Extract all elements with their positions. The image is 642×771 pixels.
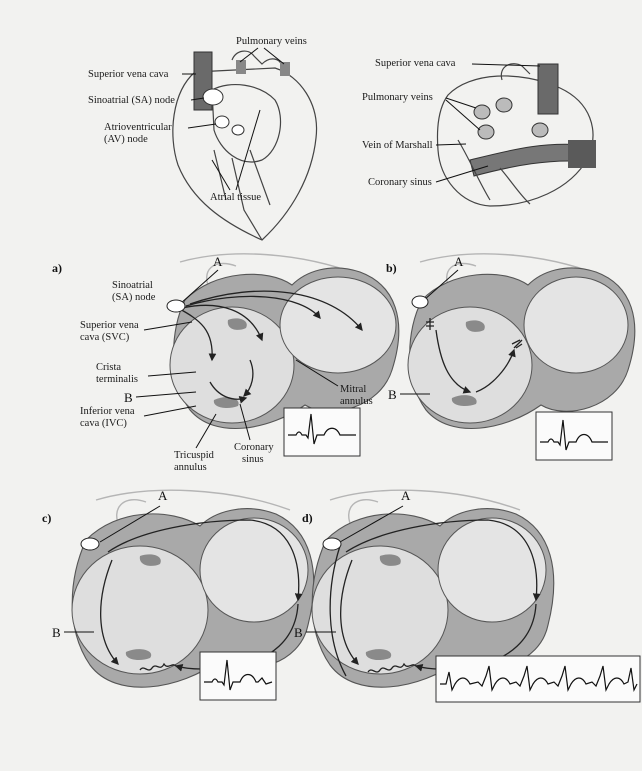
panel-c-label: c) xyxy=(42,511,51,525)
panel-a-tricuspid-line2: annulus xyxy=(174,462,207,473)
leader-line xyxy=(264,48,284,64)
panel-a-ivc-line1: Inferior vena xyxy=(80,406,135,417)
pulmonary-veins-label: Pulmonary veins xyxy=(236,36,307,47)
panel-a-ivc-line2: cava (IVC) xyxy=(80,418,127,429)
panel-a-coronary-line2: sinus xyxy=(242,454,264,465)
panel-a-sa-line1: Sinoatrial xyxy=(112,280,153,291)
svc-label: Superior vena cava xyxy=(88,69,169,80)
sa-node-marker xyxy=(167,300,185,312)
panel-a-mitral-line2: annulus xyxy=(340,396,373,407)
panel-a-svc-line1: Superior vena xyxy=(80,320,139,331)
panel-a-tricuspid-line1: Tricuspid xyxy=(174,450,215,461)
panel-d-ecg-strip xyxy=(436,656,640,702)
panel-a-svc-line2: cava (SVC) xyxy=(80,332,130,343)
pulmonary-veins-label-right: Pulmonary veins xyxy=(362,92,433,103)
panel-c-letter-b: B xyxy=(52,625,61,640)
svc-label-right: Superior vena cava xyxy=(375,58,456,69)
leader-line xyxy=(188,124,216,128)
panel-c-diagram xyxy=(72,490,314,687)
panel-a-sa-line2: (SA) node xyxy=(112,292,156,303)
leader-line xyxy=(144,406,196,416)
sa-node-marker xyxy=(81,538,99,550)
panel-d-letter-b: B xyxy=(294,625,303,640)
vein-of-marshall-label: Vein of Marshall xyxy=(362,140,433,151)
panel-c-letter-a: A xyxy=(158,488,168,503)
panel-b-letter-b: B xyxy=(388,387,397,402)
sa-node-marker xyxy=(412,296,428,308)
panel-a-mitral-line1: Mitral xyxy=(340,384,366,395)
leader-line xyxy=(236,110,260,190)
sa-node-marker xyxy=(323,538,341,550)
atrial-tissue-label: Atrial tissue xyxy=(210,192,261,203)
heart-conduction-illustration xyxy=(173,51,317,240)
panel-a-ecg-strip xyxy=(284,408,360,456)
panel-c-ecg-strip xyxy=(200,652,276,700)
panel-d-label: d) xyxy=(302,511,313,525)
panel-b-label: b) xyxy=(386,261,397,275)
panel-a-crista-line2: terminalis xyxy=(96,374,138,385)
leader-line xyxy=(240,48,258,62)
panel-a-letter-a: A xyxy=(213,254,223,269)
panel-b-ecg-strip xyxy=(536,412,612,460)
coronary-sinus-label: Coronary sinus xyxy=(368,177,432,188)
panel-d-letter-a: A xyxy=(401,488,411,503)
av-node-label-line2: (AV) node xyxy=(104,134,148,145)
panel-a-letter-b: B xyxy=(124,390,133,405)
panel-b-diagram xyxy=(408,254,635,429)
leader-line xyxy=(212,160,230,190)
sa-node-label: Sinoatrial (SA) node xyxy=(88,95,175,106)
av-node-label-line1: Atrioventricular xyxy=(104,122,172,133)
panel-a-label: a) xyxy=(52,261,62,275)
leader-line xyxy=(446,98,476,108)
panel-a-crista-line1: Crista xyxy=(96,362,121,373)
heart-posterior-illustration xyxy=(437,64,596,206)
panel-a-coronary-line1: Coronary xyxy=(234,442,274,453)
panel-b-letter-a: A xyxy=(454,254,464,269)
